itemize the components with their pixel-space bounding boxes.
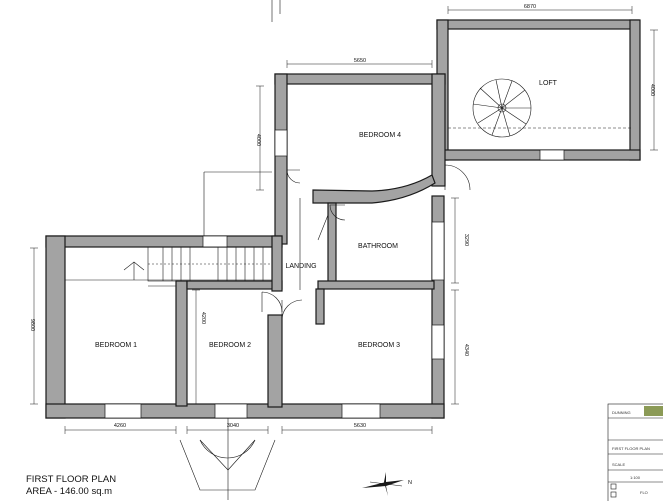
title-block-line-2: FIRST FLOOR PLAN xyxy=(612,446,650,451)
plan-area: AREA - 146.00 sq.m xyxy=(26,486,112,497)
dim-bedroom3-depth: 4340 xyxy=(463,344,469,356)
dim-bedroom3-width: 5630 xyxy=(354,423,366,429)
dim-bathroom-depth: 3290 xyxy=(463,234,469,246)
bay-projection xyxy=(179,418,276,500)
spiral-staircase xyxy=(448,78,632,138)
dim-loft-width: 6870 xyxy=(524,4,536,10)
plan-title: FIRST FLOOR PLAN xyxy=(26,474,116,485)
straight-staircase xyxy=(123,246,273,282)
dim-bedroom4-depth: 4000 xyxy=(255,134,261,146)
room-label-bedroom1: BEDROOM 1 xyxy=(95,342,137,349)
dim-loft-depth: 4000 xyxy=(649,84,655,96)
north-arrow-icon xyxy=(362,472,404,496)
title-block-line-3: SCALE xyxy=(612,462,625,467)
title-block xyxy=(607,403,663,501)
dim-bedroom2-width: 3040 xyxy=(227,423,239,429)
dimension-lines xyxy=(30,6,658,434)
title-block-line-1: DUNNING xyxy=(612,410,631,415)
windows xyxy=(104,129,565,419)
doors xyxy=(261,164,471,321)
room-label-bathroom: BATHROOM xyxy=(358,243,398,250)
room-label-bedroom2: BEDROOM 2 xyxy=(209,342,251,349)
dim-bedroom4-width: 5650 xyxy=(354,58,366,64)
room-label-bedroom4: BEDROOM 4 xyxy=(359,132,401,139)
title-block-line-5: FLO xyxy=(640,490,648,495)
dim-bedroom2-depth: 4200 xyxy=(200,312,206,324)
north-label: N xyxy=(408,480,412,486)
dim-bedroom1-width: 4260 xyxy=(114,423,126,429)
room-label-landing: LANDING xyxy=(285,263,316,270)
dim-bedroom1-depth: 9800 xyxy=(29,319,35,331)
title-block-line-4: 1:100 xyxy=(630,475,641,480)
room-label-bedroom3: BEDROOM 3 xyxy=(358,342,400,349)
room-label-loft: LOFT xyxy=(539,80,558,87)
